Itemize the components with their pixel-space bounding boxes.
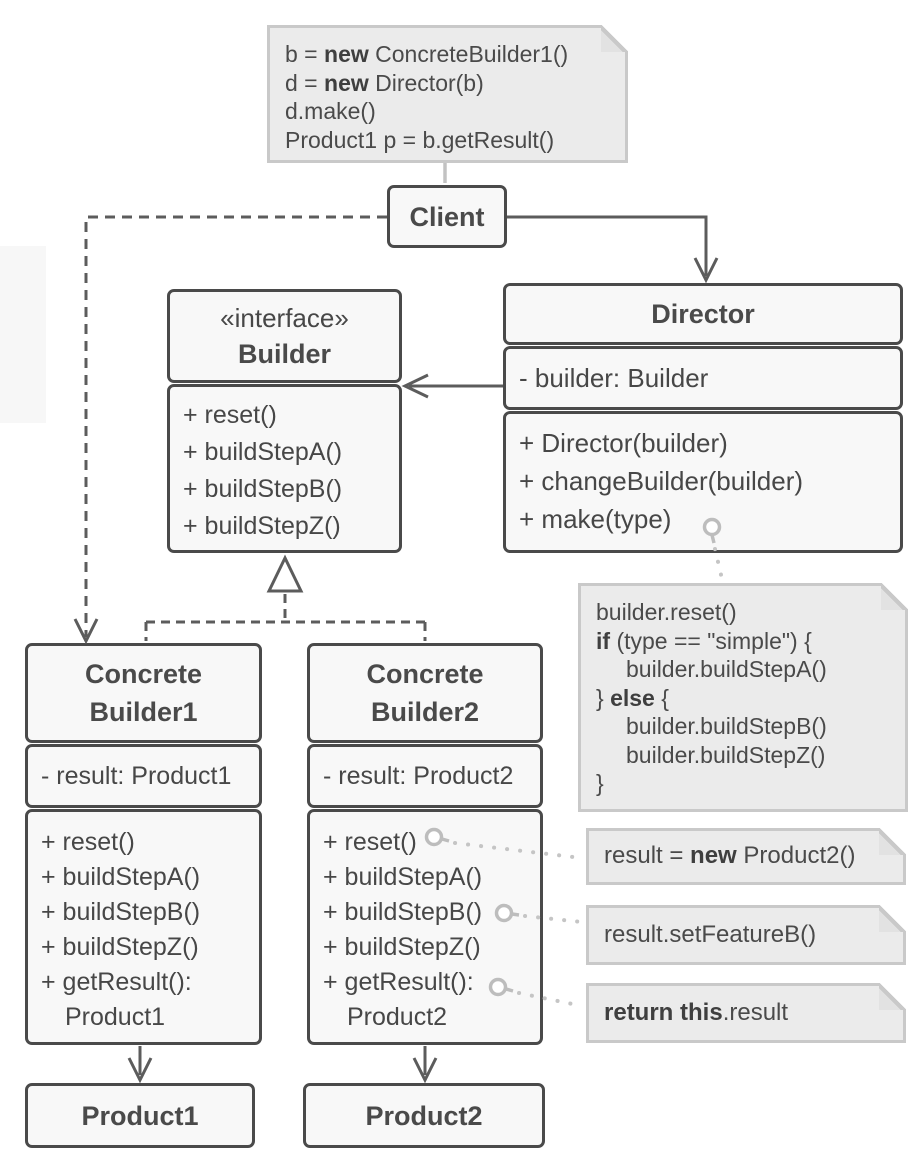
class-title: Client bbox=[387, 185, 507, 248]
background-artifact bbox=[0, 246, 46, 423]
arrowhead-down-icon bbox=[412, 1057, 438, 1084]
method-label: + getResult(): bbox=[323, 968, 474, 996]
folded-corner-icon bbox=[879, 983, 906, 1010]
method-return-type: Product1 bbox=[65, 1003, 166, 1031]
class-title-label: Director bbox=[651, 299, 755, 329]
class-title-label: Concrete bbox=[84, 659, 203, 689]
class-title-label: Product2 bbox=[365, 1100, 483, 1131]
method-return-type: Product2 bbox=[347, 1003, 448, 1031]
method-label: + reset() bbox=[323, 828, 417, 856]
arrowhead-left-icon bbox=[401, 373, 429, 399]
class-builder-interface: «interface» Builder + reset() + buildSte… bbox=[167, 289, 402, 553]
methods-compartment: + reset() + buildStepA() + buildStepB() … bbox=[25, 809, 262, 1045]
hollow-triangle-icon bbox=[266, 554, 304, 593]
arrowhead-down-icon bbox=[693, 257, 719, 284]
method-label: + changeBuilder(builder) bbox=[519, 466, 804, 496]
folded-corner-icon bbox=[601, 25, 628, 52]
method-label: + reset() bbox=[183, 401, 277, 429]
class-product2: Product2 bbox=[303, 1083, 545, 1148]
method-label: + buildStepZ() bbox=[183, 512, 341, 540]
code-line: builder.buildStepA() bbox=[626, 656, 827, 682]
method-label: + buildStepA() bbox=[41, 863, 201, 891]
code-line: result.setFeatureB() bbox=[604, 920, 817, 948]
method-label: + make(type) bbox=[519, 504, 672, 534]
code-line: result = new Product2() bbox=[604, 842, 856, 870]
methods-compartment: + reset() + buildStepA() + buildStepB() … bbox=[167, 384, 402, 553]
method-label: + buildStepA() bbox=[183, 438, 343, 466]
method-label: + buildStepB() bbox=[41, 898, 201, 926]
method-label: + reset() bbox=[41, 828, 135, 856]
attributes-compartment: - builder: Builder bbox=[503, 346, 903, 410]
class-title-label: Product1 bbox=[81, 1100, 199, 1131]
attribute-label: - result: Product2 bbox=[323, 761, 514, 790]
code-line: return this.result bbox=[604, 998, 789, 1026]
method-label: + buildStepZ() bbox=[41, 933, 199, 961]
methods-compartment: + Director(builder) + changeBuilder(buil… bbox=[503, 411, 903, 553]
class-title: Concrete Builder2 bbox=[307, 643, 543, 743]
code-line: d = new Director(b) bbox=[285, 69, 484, 96]
class-concrete-builder2: Concrete Builder2 - result: Product2 + r… bbox=[307, 643, 543, 1045]
folded-corner-icon bbox=[879, 828, 906, 855]
code-line: builder.buildStepB() bbox=[626, 713, 827, 739]
code-line: b = new ConcreteBuilder1() bbox=[285, 41, 569, 67]
code-line: if (type == "simple") { bbox=[596, 627, 812, 654]
method-label: + buildStepA() bbox=[323, 863, 483, 891]
class-title: Director bbox=[503, 283, 903, 345]
folded-corner-icon bbox=[879, 905, 906, 932]
reset-note: result = new Product2() bbox=[586, 828, 906, 885]
code-line: builder.buildStepZ() bbox=[626, 741, 826, 768]
methods-compartment: + reset() + buildStepA() + buildStepB() … bbox=[307, 809, 543, 1045]
code-line: builder.reset() bbox=[596, 599, 737, 625]
feature-b-note: result.setFeatureB() bbox=[586, 905, 906, 965]
code-line: Product1 p = b.getResult() bbox=[285, 126, 555, 153]
class-product1: Product1 bbox=[25, 1083, 255, 1148]
attributes-compartment: - result: Product1 bbox=[25, 744, 262, 808]
class-title: «interface» Builder bbox=[167, 289, 402, 383]
class-title-label: Builder2 bbox=[370, 697, 480, 727]
class-title: Concrete Builder1 bbox=[25, 643, 262, 743]
class-title-label: Concrete bbox=[366, 659, 484, 689]
class-title-label: Builder1 bbox=[89, 697, 198, 727]
code-line: } else { bbox=[596, 684, 669, 711]
return-result-note: return this.result bbox=[586, 983, 906, 1043]
class-title: Product1 bbox=[25, 1083, 255, 1148]
attribute-label: - builder: Builder bbox=[519, 362, 709, 393]
make-logic-note: builder.reset() if (type == "simple") { … bbox=[578, 583, 908, 812]
attributes-compartment: - result: Product2 bbox=[307, 744, 543, 808]
stereotype-label: «interface» bbox=[220, 303, 349, 333]
arrowhead-down-icon bbox=[73, 618, 99, 645]
client-code-note: b = new ConcreteBuilder1() d = new Direc… bbox=[267, 25, 628, 163]
class-title-label: Builder bbox=[237, 339, 331, 369]
client-director-association bbox=[507, 215, 708, 276]
folded-corner-icon bbox=[881, 583, 908, 610]
class-client: Client bbox=[387, 185, 507, 248]
method-label: + buildStepZ() bbox=[323, 933, 481, 961]
method-label: + buildStepB() bbox=[323, 898, 483, 926]
attribute-label: - result: Product1 bbox=[41, 761, 232, 790]
method-label: + getResult(): bbox=[41, 968, 192, 996]
code-line: d.make() bbox=[285, 98, 376, 124]
arrowhead-down-icon bbox=[127, 1057, 153, 1084]
method-label: + buildStepB() bbox=[183, 475, 343, 503]
method-label: + Director(builder) bbox=[519, 428, 728, 458]
make-note-leader bbox=[713, 547, 724, 581]
class-director: Director - builder: Builder + Director(b… bbox=[503, 283, 903, 553]
class-title-label: Client bbox=[409, 201, 485, 232]
code-line: } bbox=[596, 770, 604, 796]
class-concrete-builder1: Concrete Builder1 - result: Product1 + r… bbox=[25, 643, 262, 1045]
class-title: Product2 bbox=[303, 1083, 545, 1148]
